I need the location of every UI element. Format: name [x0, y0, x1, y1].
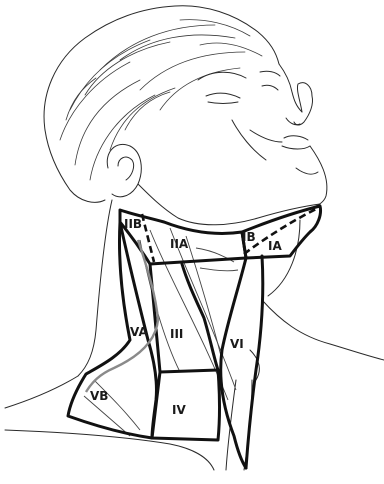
head-sketch — [44, 6, 327, 225]
level-iii-boundary — [150, 264, 218, 372]
level-vi-left-boundary — [221, 258, 246, 468]
level-boundaries — [68, 206, 321, 468]
label-level-iib: IIB — [124, 217, 142, 231]
hair-strands — [60, 20, 262, 180]
label-level-iia: IIA — [170, 237, 189, 251]
label-level-iv: IV — [172, 403, 186, 417]
label-level-va: VA — [130, 325, 148, 339]
label-level-vi: VI — [230, 337, 244, 351]
level-vi-right-boundary — [246, 256, 263, 468]
label-level-iii: III — [170, 327, 183, 341]
neck-sketch — [5, 200, 384, 470]
label-level-ia: IA — [268, 239, 282, 253]
label-level-ib: IB — [242, 230, 256, 244]
label-level-vb: VB — [90, 389, 108, 403]
